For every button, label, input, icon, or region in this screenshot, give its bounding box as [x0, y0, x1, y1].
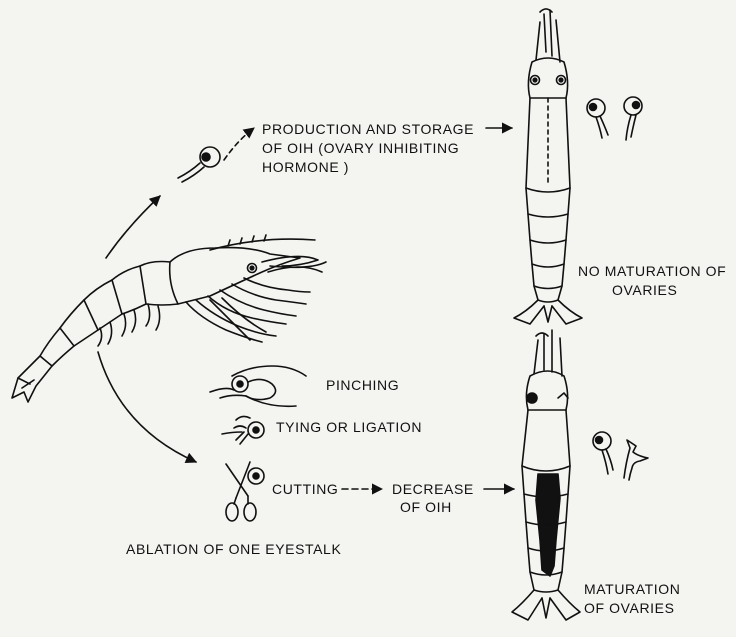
no-maturation-label-line1: NO MATURATION OF	[578, 262, 726, 281]
production-label-line2: OF OIH (OVARY INHIBITING	[262, 139, 459, 158]
decrease-label-line1: DECREASE	[392, 480, 474, 499]
no-maturation-label-line2: OVARIES	[612, 281, 677, 300]
eyestalk-pair-icon	[587, 97, 642, 140]
ablation-label: ABLATION OF ONE EYESTALK	[126, 540, 341, 559]
maturation-label-line2: OF OVARIES	[584, 599, 675, 618]
scissors-icon	[226, 462, 264, 521]
arrow-to-production	[224, 128, 254, 160]
shrimp-lateral-icon	[12, 235, 326, 402]
eyestalk-icon	[178, 147, 220, 182]
arrow-to-storage	[106, 196, 160, 258]
shrimp-dorsal-mature-icon	[512, 330, 580, 620]
arrow-to-ablation	[98, 352, 196, 462]
production-label-line3: HORMONE )	[262, 158, 349, 177]
tying-label: TYING OR LIGATION	[276, 418, 422, 437]
shrimp-dorsal-icon	[514, 9, 582, 324]
cutting-label: CUTTING	[272, 480, 338, 499]
pinching-label: PINCHING	[326, 376, 399, 395]
ablated-eyestalk-pair-icon	[593, 432, 648, 480]
maturation-label-line1: MATURATION	[584, 580, 680, 599]
ligated-eyestalk-icon	[222, 416, 264, 444]
decrease-label-line2: OF OIH	[400, 498, 452, 517]
pinching-hand-icon	[210, 366, 306, 406]
production-label-line1: PRODUCTION AND STORAGE	[262, 120, 474, 139]
